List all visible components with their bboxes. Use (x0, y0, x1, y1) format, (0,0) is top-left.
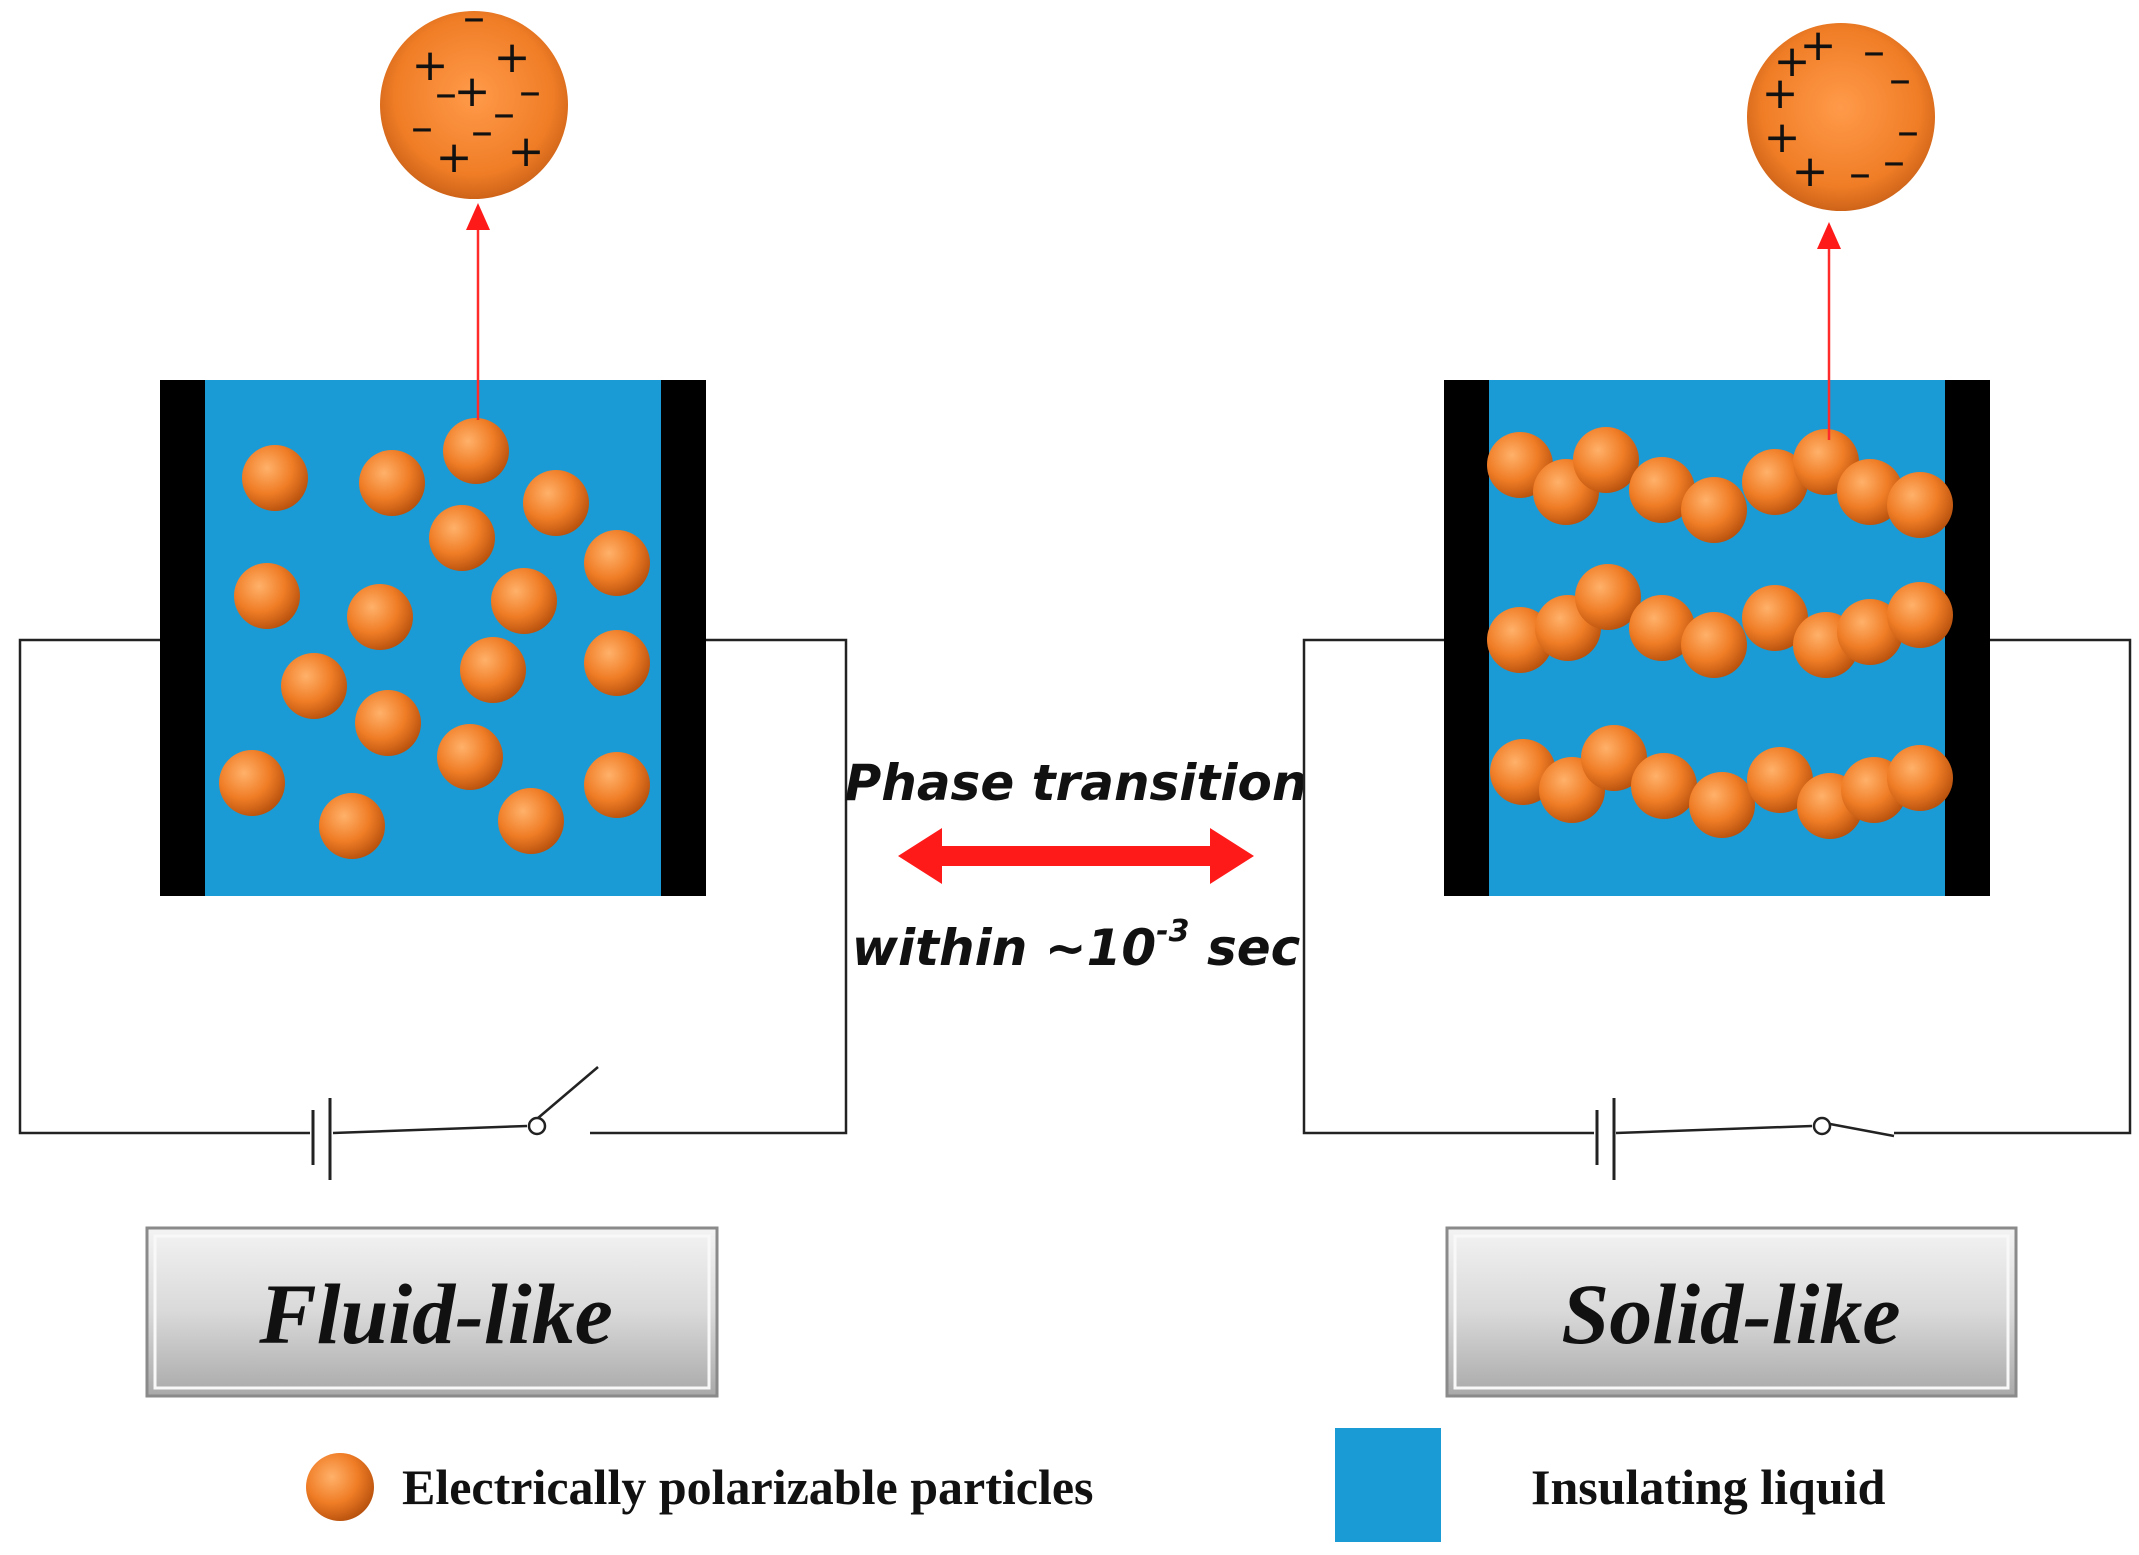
negative-charge-icon: – (1883, 136, 1905, 187)
positive-charge-icon: + (412, 40, 449, 91)
positive-charge-icon: + (1774, 36, 1811, 87)
left-switch-open-icon (527, 1066, 599, 1136)
positive-charge-icon: + (436, 132, 473, 183)
fluid-like-label: Fluid-like (258, 1266, 613, 1362)
transition-time-label: within ~10-3 sec (852, 914, 1301, 977)
particle (523, 470, 589, 536)
fluid-like-panel: –++–+–––++– Fluid-like (18, 0, 848, 1398)
chained-particle (1575, 564, 1641, 630)
left-circuit (18, 638, 848, 1135)
chained-particle (1742, 585, 1808, 651)
positive-charge-icon: + (1762, 68, 1799, 119)
particle (584, 630, 650, 696)
right-battery-icon (1595, 1098, 1616, 1180)
particle (234, 563, 300, 629)
solid-like-label: Solid-like (1561, 1266, 1900, 1362)
solid-like-label-box: Solid-like (1445, 1226, 2018, 1398)
right-circuit (1302, 638, 2132, 1138)
particle (347, 584, 413, 650)
particle (219, 750, 285, 816)
positive-charge-icon: + (508, 126, 545, 177)
negative-charge-icon: – (519, 66, 541, 117)
transition-time-suffix: sec (1190, 919, 1301, 977)
right-switch-closed-icon (1812, 1116, 1832, 1136)
legend-liquid-swatch (1335, 1428, 1441, 1542)
left-magnified-particle: –++–+–––++– (380, 0, 568, 199)
legend: Electrically polarizable particles Insul… (306, 1428, 1886, 1542)
negative-charge-icon: – (1849, 148, 1871, 199)
negative-charge-icon: – (1889, 54, 1911, 105)
left-battery-icon (311, 1098, 332, 1180)
right-zoom-arrow (1817, 222, 1841, 440)
positive-charge-icon: + (1800, 20, 1837, 71)
chained-particle (1573, 427, 1639, 493)
transition-time-exponent: -3 (1156, 914, 1189, 949)
negative-charge-icon: – (1897, 106, 1919, 157)
chained-particle (1837, 459, 1903, 525)
positive-charge-icon: + (1764, 112, 1801, 163)
positive-charge-icon: + (494, 32, 531, 83)
particle (491, 568, 557, 634)
chained-particle (1689, 772, 1755, 838)
solid-like-panel: ++–+–+–+–– Solid-like (1302, 20, 2132, 1398)
particle (429, 505, 495, 571)
phase-transition: Phase transition within ~10-3 sec (845, 754, 1308, 977)
chained-particle (1681, 477, 1747, 543)
chained-particle (1887, 745, 1953, 811)
chained-particle (1742, 449, 1808, 515)
legend-particles-label: Electrically polarizable particles (402, 1459, 1093, 1515)
legend-liquid-label: Insulating liquid (1531, 1459, 1886, 1515)
legend-particle-icon (306, 1453, 374, 1521)
phase-transition-label: Phase transition (845, 754, 1308, 812)
particle (584, 752, 650, 818)
transition-time-prefix: within ~10 (852, 919, 1156, 977)
particle (443, 418, 509, 484)
particle (437, 724, 503, 790)
left-particles (219, 418, 650, 859)
double-arrow-icon (898, 828, 1254, 884)
chained-particle (1747, 747, 1813, 813)
left-zoom-arrow (466, 203, 490, 420)
particle (355, 690, 421, 756)
chained-particle (1837, 599, 1903, 665)
right-magnified-particle: ++–+–+–+–– (1747, 20, 1935, 211)
right-electrode-right (1945, 380, 1990, 896)
positive-charge-icon: + (454, 66, 491, 117)
negative-charge-icon: – (411, 102, 433, 153)
right-particle-chains (1487, 427, 1953, 839)
chained-particle (1681, 612, 1747, 678)
chained-particle (1581, 725, 1647, 791)
positive-charge-icon: + (1792, 146, 1829, 197)
chained-particle (1631, 753, 1697, 819)
particle (584, 530, 650, 596)
negative-charge-icon: – (435, 68, 457, 119)
particle (460, 637, 526, 703)
right-electrode-left (1444, 380, 1489, 896)
particle (319, 793, 385, 859)
particle (498, 788, 564, 854)
negative-charge-icon: – (471, 106, 493, 157)
negative-charge-icon: – (463, 0, 485, 43)
particle (242, 445, 308, 511)
negative-charge-icon: – (1863, 26, 1885, 77)
particle (281, 653, 347, 719)
chained-particle (1887, 582, 1953, 648)
chained-particle (1887, 472, 1953, 538)
chained-particle (1629, 457, 1695, 523)
left-electrode-right (661, 380, 706, 896)
negative-charge-icon: – (493, 88, 515, 139)
left-electrode-left (160, 380, 205, 896)
chained-particle (1629, 595, 1695, 661)
particle (359, 450, 425, 516)
fluid-like-label-box: Fluid-like (145, 1226, 719, 1398)
